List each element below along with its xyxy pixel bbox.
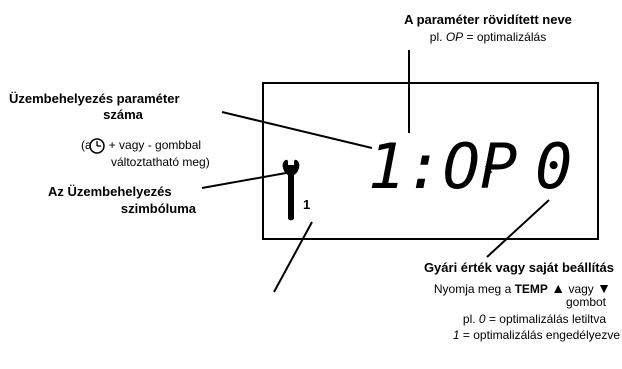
param-short-name-title: A paraméter rövidített neve [404,12,572,27]
param-number-note: (a+ vagy - gombbal [81,138,202,152]
param-number-note-line2: változtatható meg) [111,155,210,169]
value-label-line3: pl. 0 = optimalizálás letiltva [462,312,606,326]
param-number-title: Üzembehelyezés paraméter [9,91,180,106]
symbol-label-line1: Az Üzembehelyezés [48,184,172,199]
value-label-title: Gyári érték vagy saját beállítás [423,260,614,275]
symbol-label-line2: szimbóluma [120,201,196,216]
value-label-line4: 1 = optimalizálás engedélyezve [452,328,620,342]
param-short-name-example: pl. OP = optimalizálás [429,30,547,44]
parameter-value-display: 0 [535,130,573,203]
up-down-arrow-icon: ⬍ [482,162,496,179]
param-number-title-line2: száma [103,107,143,122]
triangle-down-icon: ▼ [597,280,611,296]
wrench-subscript: 1 [303,197,311,212]
lcd-display [262,82,599,240]
value-label-line2: gombot [565,295,606,309]
parameter-code-display: 1:OP [368,130,518,203]
value-label-line1: Nyomja meg a TEMP ▲ vagy ▼ [433,280,611,296]
triangle-up-icon: ▲ [551,280,566,296]
